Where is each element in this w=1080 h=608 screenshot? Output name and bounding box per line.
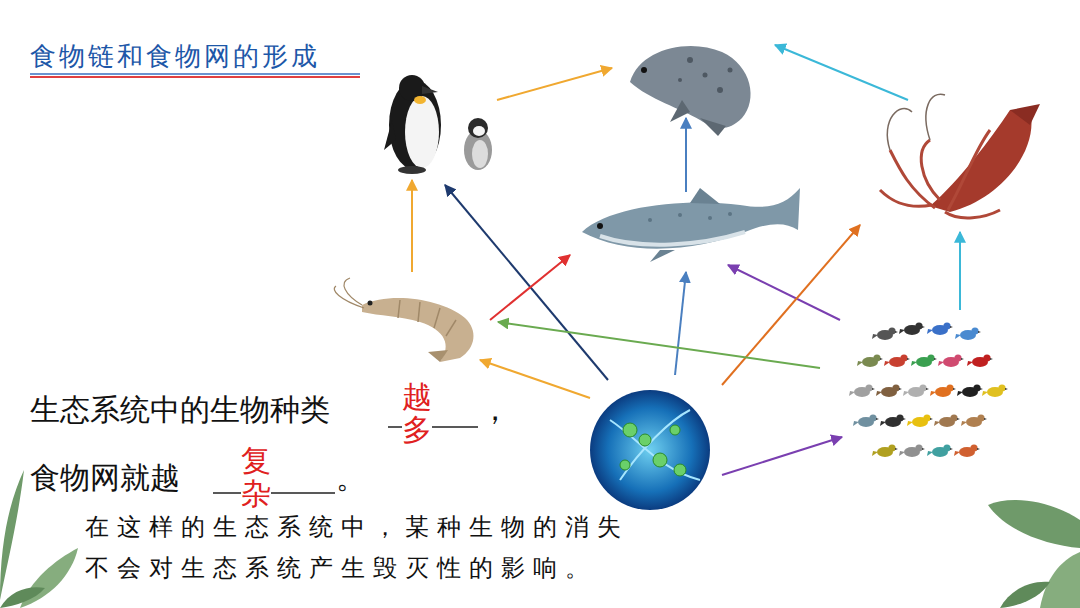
arrow [490, 255, 570, 320]
statement-text: 生态系统中的生物种类 [30, 392, 330, 428]
slide-title: 食物链和食物网的形成 [30, 40, 320, 74]
arrow [675, 272, 686, 375]
title-underline [30, 73, 360, 75]
arrow [411, 180, 413, 272]
arrow [445, 185, 608, 380]
penguin-picture [384, 75, 492, 174]
arrow [775, 45, 908, 100]
plankton-picture [590, 390, 710, 510]
punctuation: ， [480, 392, 510, 428]
arrow [959, 232, 961, 310]
note-text: 在这样的生态系统中，某种生物的消失不会对生态系统产生毁灭性的影响。 [85, 507, 645, 589]
arrow [498, 322, 820, 368]
answer-text: 复杂 [241, 444, 271, 510]
arrow [685, 118, 687, 192]
shrimp-picture [334, 278, 473, 362]
arrow [722, 225, 860, 385]
answer-text: 越多 [402, 380, 432, 446]
seal-picture [630, 46, 751, 136]
fish-picture [582, 188, 800, 262]
punctuation: 。 [336, 460, 366, 496]
squid-picture [880, 94, 1040, 218]
statement-text: 食物网就越 [30, 460, 180, 496]
birds-picture [845, 318, 1009, 482]
title-underline [30, 76, 360, 78]
arrow [497, 68, 612, 100]
arrow [722, 437, 842, 475]
answer-blank [213, 492, 335, 494]
